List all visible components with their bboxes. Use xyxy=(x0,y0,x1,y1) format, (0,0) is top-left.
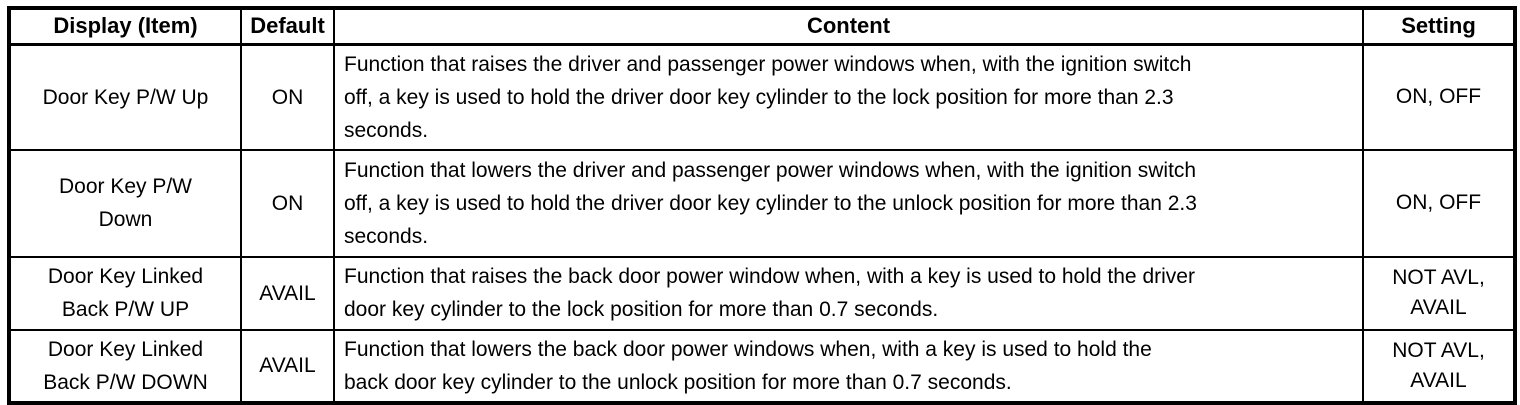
header-setting: Setting xyxy=(1362,7,1516,46)
default-cell: AVAIL xyxy=(240,255,335,331)
content-cell: Function that raises the back door power… xyxy=(333,255,1364,331)
header-content: Content xyxy=(333,7,1364,46)
setting-cell: NOT AVL, AVAIL xyxy=(1362,255,1516,331)
content-cell: Function that lowers the back door power… xyxy=(333,328,1364,404)
header-display-item: Display (Item) xyxy=(8,7,242,46)
setting-cell: ON, OFF xyxy=(1362,43,1516,151)
display-item-cell: Door Key P/W Down xyxy=(8,148,242,258)
content-cell: Function that raises the driver and pass… xyxy=(333,43,1364,151)
table-row: Door Key Linked Back P/W DOWN AVAIL Func… xyxy=(8,328,1516,404)
default-cell: ON xyxy=(240,148,335,258)
display-item-cell: Door Key Linked Back P/W DOWN xyxy=(8,328,242,404)
setting-cell: NOT AVL, AVAIL xyxy=(1362,328,1516,404)
table-row: Door Key Linked Back P/W UP AVAIL Functi… xyxy=(8,255,1516,331)
display-item-cell: Door Key P/W Up xyxy=(8,43,242,151)
table-row: Door Key P/W Down ON Function that lower… xyxy=(8,148,1516,258)
table-row: Door Key P/W Up ON Function that raises … xyxy=(8,43,1516,151)
settings-table: Display (Item) Default Content Setting D… xyxy=(7,6,1517,405)
default-cell: ON xyxy=(240,43,335,151)
header-default: Default xyxy=(240,7,335,46)
default-cell: AVAIL xyxy=(240,328,335,404)
display-item-cell: Door Key Linked Back P/W UP xyxy=(8,255,242,331)
content-cell: Function that lowers the driver and pass… xyxy=(333,148,1364,258)
table-header-row: Display (Item) Default Content Setting xyxy=(8,7,1516,46)
setting-cell: ON, OFF xyxy=(1362,148,1516,258)
